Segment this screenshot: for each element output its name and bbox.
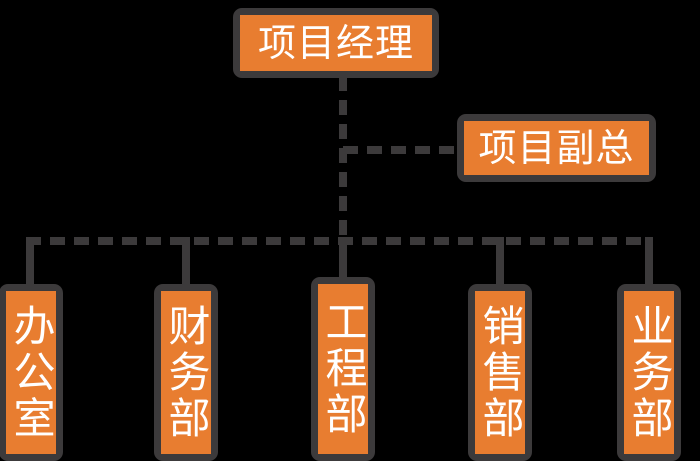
node-deputy-director[interactable]: 项目副总 [457, 114, 656, 182]
connector-drop-department-4 [496, 237, 504, 290]
node-department-finance[interactable]: 财务部 [154, 284, 218, 461]
node-department-office[interactable]: 办公室 [0, 284, 63, 461]
node-department-business-fill: 业务部 [624, 291, 674, 454]
node-department-finance-fill: 财务部 [161, 291, 211, 454]
node-department-business[interactable]: 业务部 [617, 284, 681, 461]
connector-assistant-horizontal [343, 146, 463, 154]
node-department-finance-label: 财务部 [162, 303, 211, 442]
connector-drop-department-5 [645, 237, 653, 290]
node-department-engineering[interactable]: 工程部 [311, 277, 375, 461]
node-department-business-label: 业务部 [625, 303, 674, 442]
connector-drop-department-3 [339, 237, 347, 283]
connector-drop-department-1 [26, 237, 34, 290]
node-project-manager[interactable]: 项目经理 [233, 8, 439, 78]
node-project-manager-label: 项目经理 [257, 20, 414, 65]
node-department-sales-fill: 销售部 [475, 291, 525, 454]
node-deputy-director-label: 项目副总 [478, 125, 635, 170]
node-department-office-label: 办公室 [7, 303, 56, 442]
node-deputy-director-fill: 项目副总 [464, 121, 649, 175]
node-department-office-fill: 办公室 [6, 291, 56, 454]
node-department-engineering-label: 工程部 [319, 300, 368, 438]
node-department-engineering-fill: 工程部 [318, 284, 368, 454]
node-department-sales-label: 销售部 [476, 303, 525, 442]
connector-drop-department-2 [182, 237, 190, 290]
connector-root-vertical [339, 76, 347, 245]
node-department-sales[interactable]: 销售部 [468, 284, 532, 461]
node-project-manager-fill: 项目经理 [240, 15, 432, 71]
